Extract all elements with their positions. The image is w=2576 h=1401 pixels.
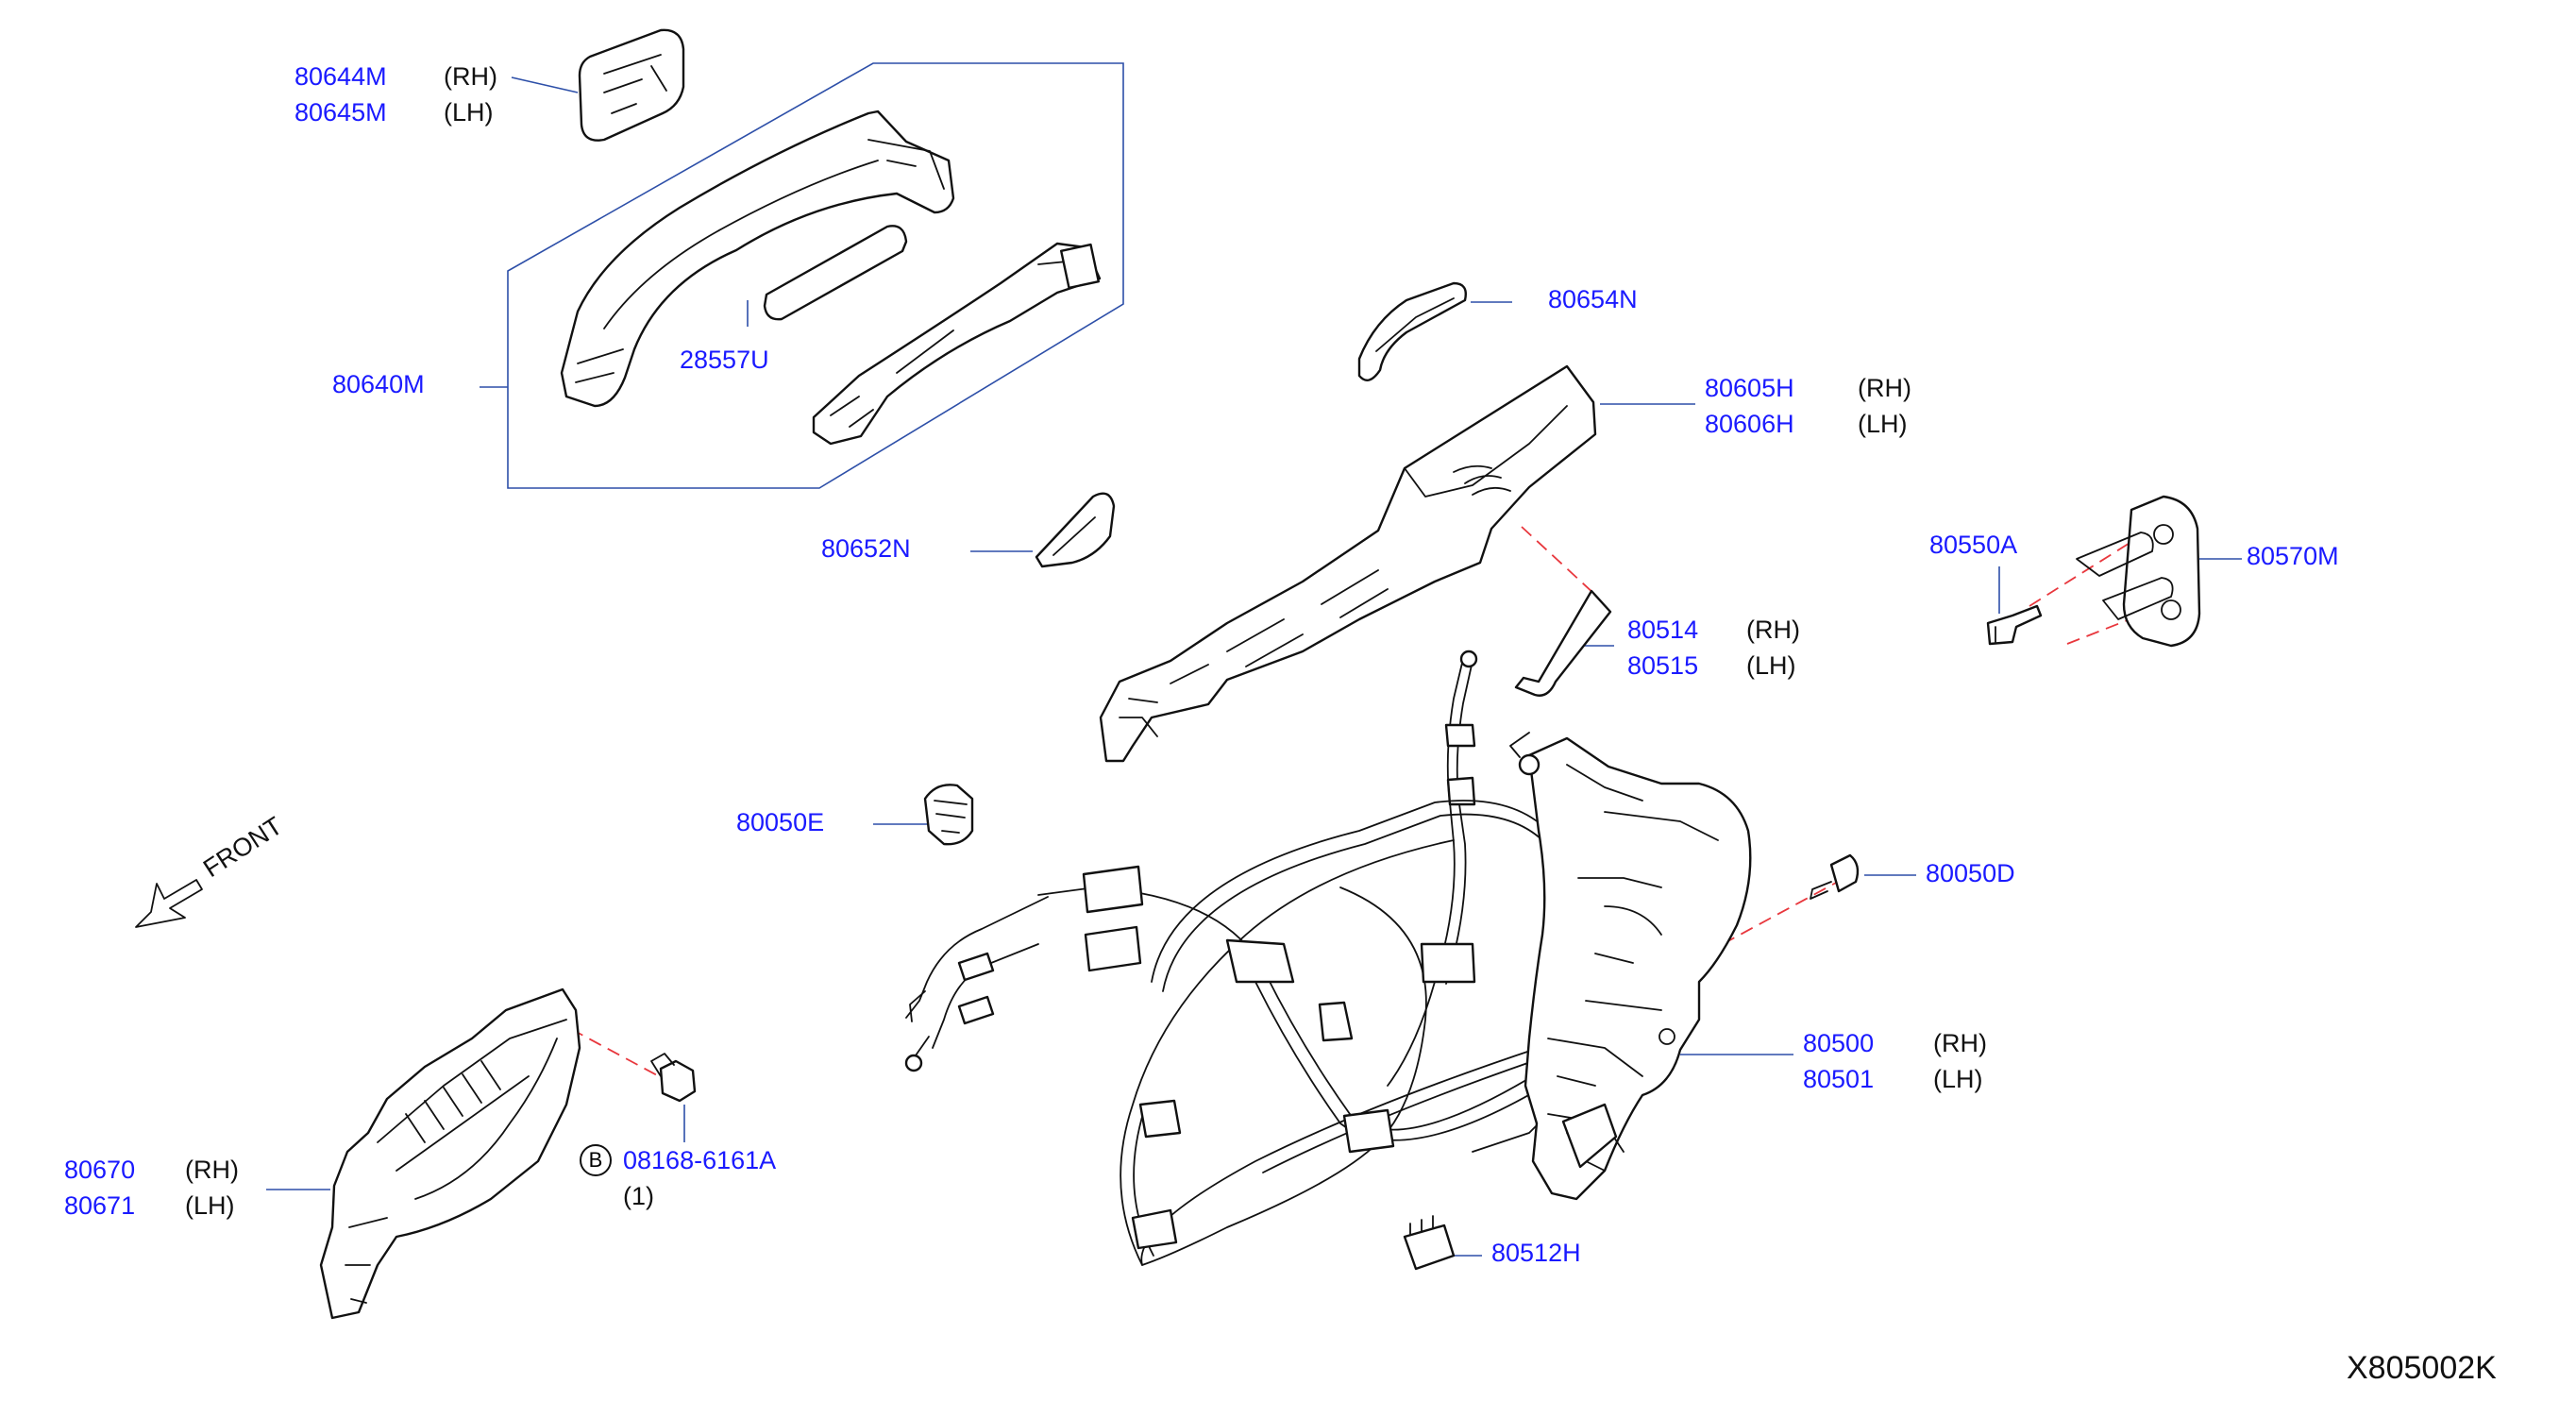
callout-80640m: 80640M (332, 370, 425, 399)
bolt-marker-circle: B (580, 1144, 612, 1176)
part-number: 28557U (680, 346, 769, 374)
side-80501: (LH) (1933, 1065, 1983, 1094)
guide-inner-handle-bolt (570, 1028, 660, 1077)
part-number: 80050E (736, 808, 825, 836)
side-designation: (LH) (1933, 1065, 1983, 1093)
side-designation: (RH) (1746, 616, 1800, 644)
callout-80501: 80501 (1803, 1065, 1874, 1094)
callout-80500: 80500 (1803, 1029, 1874, 1058)
screw-part (1810, 853, 1860, 900)
leader-80644m (511, 76, 579, 93)
side-designation: (LH) (185, 1191, 235, 1220)
side-80500: (RH) (1933, 1029, 1987, 1058)
callout-80671: 80671 (64, 1191, 135, 1221)
diagram-id-text: X805002K (2347, 1350, 2497, 1386)
outside-handle-part (560, 110, 955, 408)
callout-80050d: 80050D (1926, 859, 2015, 888)
part-number: 08168-6161A (623, 1146, 777, 1174)
clip-80050e-part (923, 784, 974, 846)
diagram-id: X805002K (2347, 1350, 2497, 1387)
side-80514: (RH) (1746, 616, 1800, 645)
side-80606h: (LH) (1858, 410, 1908, 439)
inside-handle-part (319, 987, 581, 1320)
callout-08168: 08168-6161A (623, 1146, 776, 1175)
callout-80606h: 80606H (1705, 410, 1794, 439)
rod-part (1514, 589, 1612, 697)
part-number: 80515 (1627, 651, 1699, 680)
part-number: 80500 (1803, 1029, 1875, 1057)
side-designation: (RH) (444, 62, 497, 91)
side-designation: (RH) (1933, 1029, 1987, 1057)
guide-rod-to-handle (1521, 526, 1596, 596)
front-gasket-part (1357, 281, 1467, 381)
callout-80605h: 80605H (1705, 374, 1794, 403)
handle-bracket-part (812, 242, 1102, 446)
callout-80645m: 80645M (295, 98, 387, 127)
callout-80512h: 80512H (1491, 1239, 1581, 1268)
rear-gasket-part (1035, 492, 1116, 568)
part-number: 80654N (1548, 285, 1638, 313)
callout-28557u: 28557U (680, 346, 769, 375)
part-number: 80671 (64, 1191, 136, 1220)
dashed-guides (570, 526, 2181, 1077)
part-number: 80501 (1803, 1065, 1875, 1093)
quantity-label: (1) (623, 1182, 654, 1210)
callout-80570m: 80570M (2247, 542, 2339, 571)
callout-80550a: 80550A (1929, 531, 2017, 560)
callout-80515: 80515 (1627, 651, 1698, 681)
callout-80050e: 80050E (736, 808, 824, 837)
callout-80644m: 80644M (295, 62, 387, 92)
striker-part (2076, 495, 2201, 648)
part-number: 80606H (1705, 410, 1794, 438)
side-80670: (RH) (185, 1156, 239, 1185)
part-number: 80605H (1705, 374, 1794, 402)
part-number: 80570M (2247, 542, 2339, 570)
assembly-bracket (507, 62, 1124, 489)
callout-80652n: 80652N (821, 534, 911, 564)
part-number: 80550A (1929, 531, 2018, 559)
part-number: 80644M (295, 62, 387, 91)
side-80644m: (RH) (444, 62, 497, 92)
side-designation: (RH) (1858, 374, 1911, 402)
bolt-part (1986, 604, 2043, 646)
guide-bolt-to-striker (2029, 528, 2153, 607)
escutcheon-cap-part (578, 28, 685, 142)
side-80671: (LH) (185, 1191, 235, 1221)
part-number: 80645M (295, 98, 387, 127)
callout-80670: 80670 (64, 1156, 135, 1185)
clamp-part (1403, 1215, 1456, 1271)
handle-frame-part (1099, 364, 1597, 763)
side-80645m: (LH) (444, 98, 494, 127)
side-designation: (LH) (444, 98, 494, 127)
lock-actuator-part (1509, 732, 1752, 1201)
leader-lines (266, 62, 2242, 1257)
inside-handle-bolt-part (650, 1053, 697, 1103)
side-designation: (RH) (185, 1156, 239, 1184)
callout-80654n: 80654N (1548, 285, 1638, 314)
bolt-marker-letter: B (588, 1148, 603, 1172)
side-80605h: (RH) (1858, 374, 1911, 403)
side-designation: (LH) (1858, 410, 1908, 438)
part-number: 80050D (1926, 859, 2015, 887)
side-designation: (LH) (1746, 651, 1796, 680)
guide-screw-to-latch (1722, 882, 1837, 945)
cables-part (904, 650, 1634, 1266)
side-80515: (LH) (1746, 651, 1796, 681)
part-number: 80512H (1491, 1239, 1581, 1267)
callout-80514: 80514 (1627, 616, 1698, 645)
part-number: 80514 (1627, 616, 1699, 644)
front-arrow-icon (135, 879, 203, 928)
part-number: 80670 (64, 1156, 136, 1184)
part-number: 80652N (821, 534, 911, 563)
part-number: 80640M (332, 370, 425, 398)
quantity-08168: (1) (623, 1182, 654, 1211)
